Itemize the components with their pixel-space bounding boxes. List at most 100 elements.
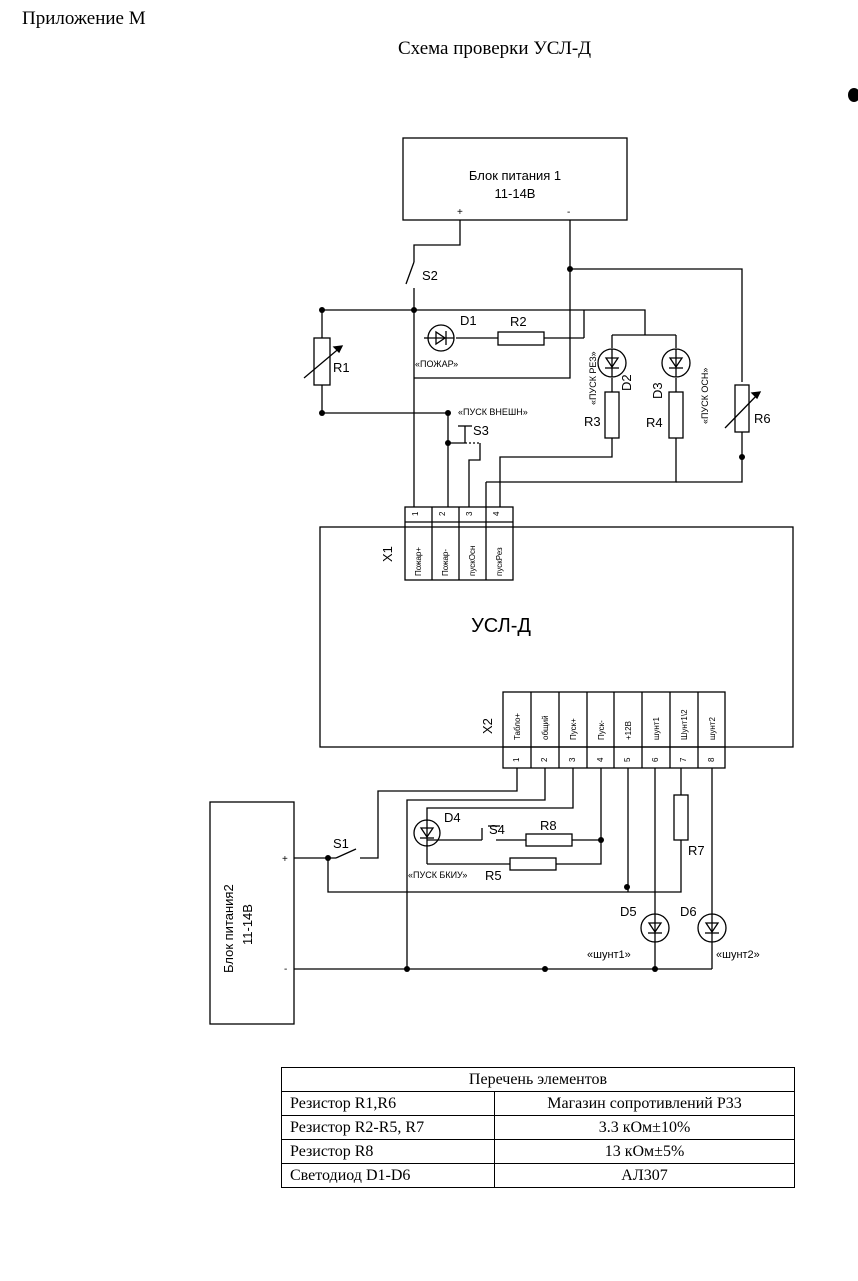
x1-pin4-num: 4 xyxy=(492,511,501,516)
psu1-plus: + xyxy=(457,207,463,218)
parts-list-table: Перечень элементов Резистор R1,R6 Магази… xyxy=(281,1067,795,1188)
table-row: Резистор R1,R6 Магазин сопротивлений Р33 xyxy=(281,1091,795,1116)
led-d5: D5 «шунт1» xyxy=(587,904,670,961)
fire-label: «ПОЖАР» xyxy=(415,359,458,369)
led-d6: D6 «шунт2» xyxy=(680,904,760,961)
s4-label: S4 xyxy=(489,822,505,837)
table-row: Светодиод D1-D6 АЛ307 xyxy=(281,1163,795,1188)
d5-label: D5 xyxy=(620,904,637,919)
x1-pin2-label: Пожар- xyxy=(441,549,450,576)
x2-pin1-num: 1 xyxy=(512,757,521,762)
x2-pin5-label: +12В xyxy=(624,721,633,740)
x2-pin4-label: Пуск- xyxy=(597,720,606,740)
switch-s1 xyxy=(335,848,357,859)
x2-pin6-label: шунт1 xyxy=(652,717,661,741)
connector-x1: 1 2 3 4 Пожар+ Пожар- пускОсн пускРез xyxy=(404,506,514,581)
shunt1-label: «шунт1» xyxy=(587,949,631,961)
resistor-r8: R8 xyxy=(525,818,573,847)
psu1-name: Блок питания 1 xyxy=(469,168,561,183)
x1-pin2-num: 2 xyxy=(438,511,447,516)
psu1-voltage: 11-14В xyxy=(495,186,536,201)
x1-pin3-label: пускОсн xyxy=(468,546,477,576)
x2-pin2-label: общий xyxy=(541,715,550,740)
d1-label: D1 xyxy=(460,313,477,328)
psu2-voltage: 11-14В xyxy=(240,904,255,945)
x2-pin3-label: Пуск+ xyxy=(569,718,578,740)
x1-pin1-label: Пожар+ xyxy=(414,547,423,576)
ext-start-label: «ПУСК ВНЕШН» xyxy=(458,407,528,417)
bullet-mark xyxy=(848,88,858,102)
device-name: УСЛ-Д xyxy=(471,615,531,637)
x1-label: X1 xyxy=(380,546,395,562)
resistor-r2: R2 xyxy=(497,314,545,346)
r5-label: R5 xyxy=(485,868,502,883)
x2-pin7-label: Шунт1\2 xyxy=(680,709,689,740)
x2-pin7-num: 7 xyxy=(679,757,688,762)
x2-label: X2 xyxy=(480,718,495,734)
x2-pin4-num: 4 xyxy=(596,757,605,762)
r1-label: R1 xyxy=(333,360,350,375)
shunt2-label: «шунт2» xyxy=(716,949,760,961)
start-bkiu-label: «ПУСК БКИУ» xyxy=(408,870,467,880)
start-main-label: «ПУСК ОСН» xyxy=(700,368,710,424)
power-supply-2: Блок питания2 11-14В + - xyxy=(209,801,295,1025)
r3-label: R3 xyxy=(584,414,601,429)
parts-value: АЛ307 xyxy=(494,1163,795,1188)
parts-item: Резистор R1,R6 xyxy=(281,1091,495,1116)
x2-pin2-num: 2 xyxy=(540,757,549,762)
x2-pin5-num: 5 xyxy=(623,757,632,762)
x2-pin6-num: 6 xyxy=(651,757,660,762)
table-row: Резистор R8 13 кОм±5% xyxy=(281,1139,795,1164)
device-usl-d: УСЛ-Д X1 X2 1 2 3 4 Пожар+ Пожар- пускОс… xyxy=(319,506,794,769)
parts-item: Светодиод D1-D6 xyxy=(281,1163,495,1188)
s2-label: S2 xyxy=(422,268,438,283)
r6-label: R6 xyxy=(754,411,771,426)
d2-label: D2 xyxy=(619,374,634,391)
d3-label: D3 xyxy=(650,382,665,399)
d4-label: D4 xyxy=(444,810,461,825)
d6-label: D6 xyxy=(680,904,697,919)
r4-label: R4 xyxy=(646,415,663,430)
led-d4: D4 xyxy=(413,810,461,847)
psu1-minus: - xyxy=(567,207,570,218)
page-title: Схема проверки УСЛ-Д xyxy=(398,38,592,59)
x2-pin8-num: 8 xyxy=(707,757,716,762)
resistor-r1: R1 xyxy=(303,337,350,386)
s1-label: S1 xyxy=(333,836,349,851)
parts-item: Резистор R8 xyxy=(281,1139,495,1164)
psu2-plus: + xyxy=(282,854,288,865)
connector-x2: Табло+ общий Пуск+ Пуск- +12В шунт1 Шунт… xyxy=(502,691,726,769)
parts-value: 13 кОм±5% xyxy=(494,1139,795,1164)
parts-list-header-row: Перечень элементов xyxy=(281,1067,795,1092)
r7-label: R7 xyxy=(688,843,705,858)
power-supply-1: Блок питания 1 11-14В + - xyxy=(402,137,628,221)
resistor-r4: R4 xyxy=(646,391,684,439)
resistor-r3: R3 xyxy=(584,391,620,439)
x1-pin1-num: 1 xyxy=(411,511,420,516)
appendix-label: Приложение М xyxy=(22,8,146,29)
x2-pin1-label: Табло+ xyxy=(513,713,522,740)
table-row: Резистор R2-R5, R7 3.3 кОм±10% xyxy=(281,1115,795,1140)
r2-label: R2 xyxy=(510,314,527,329)
x1-pin4-label: пускРез xyxy=(495,547,504,576)
psu2-name: Блок питания2 xyxy=(221,884,236,973)
led-d1: D1 «ПОЖАР» xyxy=(415,313,477,369)
led-d2: D2 «ПУСК РЕЗ» xyxy=(588,348,634,405)
r8-label: R8 xyxy=(540,818,557,833)
x1-pin3-num: 3 xyxy=(465,511,474,516)
parts-value: 3.3 кОм±10% xyxy=(494,1115,795,1140)
psu2-minus: - xyxy=(284,964,287,975)
led-d3: D3 «ПУСК ОСН» xyxy=(650,348,710,424)
parts-value: Магазин сопротивлений Р33 xyxy=(494,1091,795,1116)
resistor-r5: R5 xyxy=(485,857,557,883)
s3-label: S3 xyxy=(473,423,489,438)
x2-pin3-num: 3 xyxy=(568,757,577,762)
resistor-r6: R6 xyxy=(724,384,771,433)
lower-wiring xyxy=(294,768,713,970)
parts-item: Резистор R2-R5, R7 xyxy=(281,1115,495,1140)
parts-list-title: Перечень элементов xyxy=(281,1067,795,1092)
junction-dots xyxy=(319,266,745,972)
switch-s2 xyxy=(405,261,415,285)
x2-pin8-label: шунт2 xyxy=(708,717,717,741)
